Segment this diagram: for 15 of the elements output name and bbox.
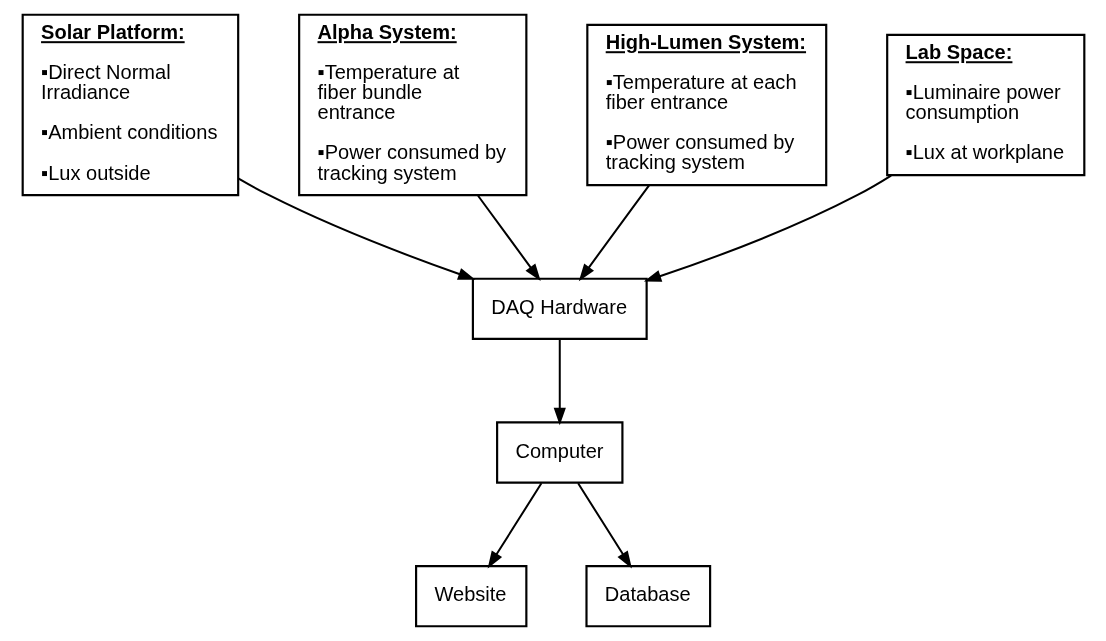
node-box: Website xyxy=(414,565,527,628)
arrow xyxy=(576,482,632,569)
arrow xyxy=(578,184,650,282)
arrow xyxy=(476,194,541,282)
node-box: Solar Platform: ▪Direct Normal Irradiance ▪Ambient conditions ▪Lux outside xyxy=(21,13,239,197)
node-box: High-Lumen System: ▪Temperature at each fiber entrance ▪Power consumed by tracking system xyxy=(585,23,827,187)
arrow xyxy=(553,338,566,426)
node-box: Computer xyxy=(495,421,623,484)
arrow xyxy=(487,482,542,569)
node-box: Alpha System: ▪Temperature at fiber bundle entrance ▪Power consumed by tracking system xyxy=(297,13,527,197)
node-box: Lab Space: ▪Luminaire power consumption ▪Lux at workplane xyxy=(885,33,1085,177)
arrow xyxy=(643,174,892,282)
node-box: Database xyxy=(584,565,711,628)
arrow xyxy=(236,177,475,280)
node-box: DAQ Hardware xyxy=(471,277,648,340)
